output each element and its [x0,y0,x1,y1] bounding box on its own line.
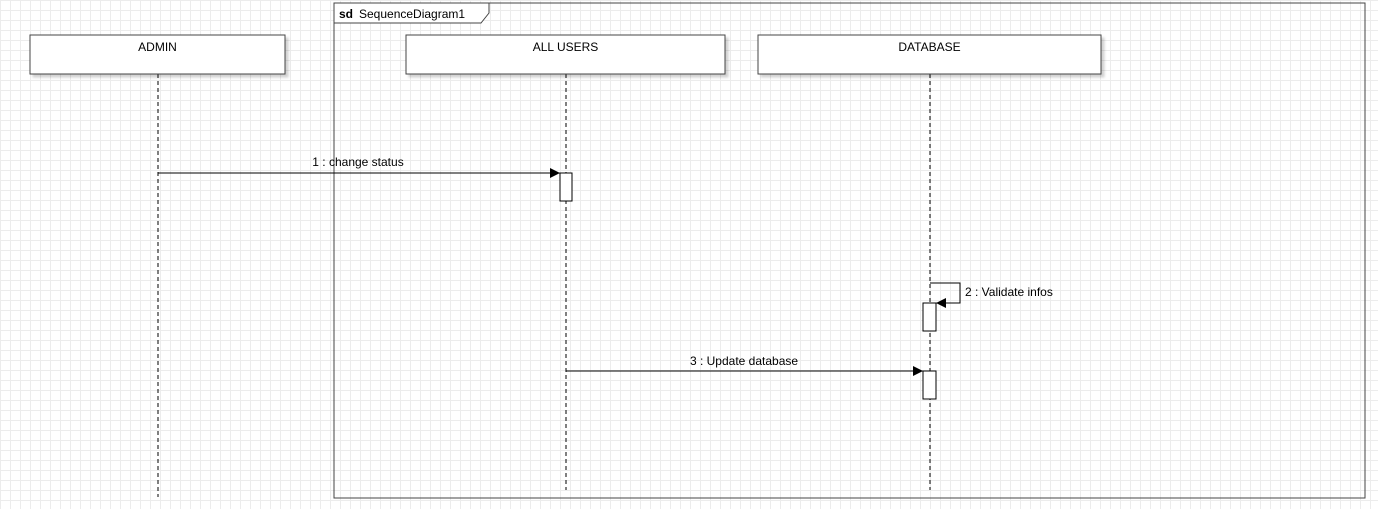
activation-bar[interactable] [922,302,937,332]
frame-keyword: sd [339,7,353,21]
activation-bar[interactable] [559,172,573,202]
message-validate-infos[interactable]: 2 : Validate infos [930,282,1053,308]
self-message-arrow[interactable] [930,282,961,308]
message-label: 3 : Update database [690,354,798,368]
interaction-frame: sd SequenceDiagram1 [333,2,1366,499]
activation-bar[interactable] [922,370,937,400]
lifeline-database[interactable]: DATABASE [757,34,1102,490]
lifeline-database-box[interactable] [757,34,1102,75]
frame-tab [333,2,490,24]
frame-border [333,2,1366,499]
message-change-status[interactable]: 1 : change status [158,155,560,178]
lifeline-database-label: DATABASE [898,40,960,54]
lifeline-admin-label: ADMIN [138,40,177,54]
lifeline-admin-box[interactable] [29,34,286,75]
message-label: 2 : Validate infos [965,285,1053,299]
lifeline-all-users-label: ALL USERS [533,40,599,54]
lifeline-all-users[interactable]: ALL USERS [405,34,726,490]
message-label: 1 : change status [312,155,403,169]
message-update-database[interactable]: 3 : Update database [566,354,923,376]
frame-name: SequenceDiagram1 [359,7,465,21]
lifeline-admin[interactable]: ADMIN [29,34,286,497]
lifeline-all-users-box[interactable] [405,34,726,75]
